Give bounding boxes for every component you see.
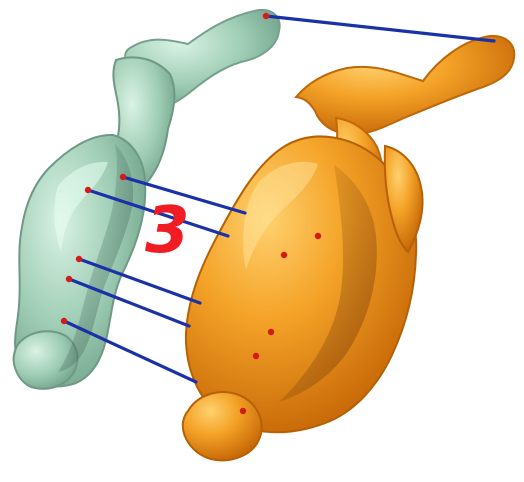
landmark-marker xyxy=(253,353,259,359)
figure-label: 3 xyxy=(145,194,190,268)
right-model-upper-arm xyxy=(296,36,514,134)
right-model xyxy=(183,36,514,460)
landmark-marker xyxy=(315,233,321,239)
landmark-marker xyxy=(66,276,72,282)
landmark-marker xyxy=(120,174,126,180)
landmark-marker xyxy=(240,408,246,414)
landmark-marker xyxy=(281,252,287,258)
right-model-bottom-lobe xyxy=(183,392,262,460)
correspondence-line-top xyxy=(266,16,494,41)
landmark-marker xyxy=(263,13,269,19)
landmark-marker xyxy=(76,256,82,262)
landmark-marker xyxy=(61,318,67,324)
landmark-marker xyxy=(268,329,274,335)
landmark-marker xyxy=(85,187,91,193)
